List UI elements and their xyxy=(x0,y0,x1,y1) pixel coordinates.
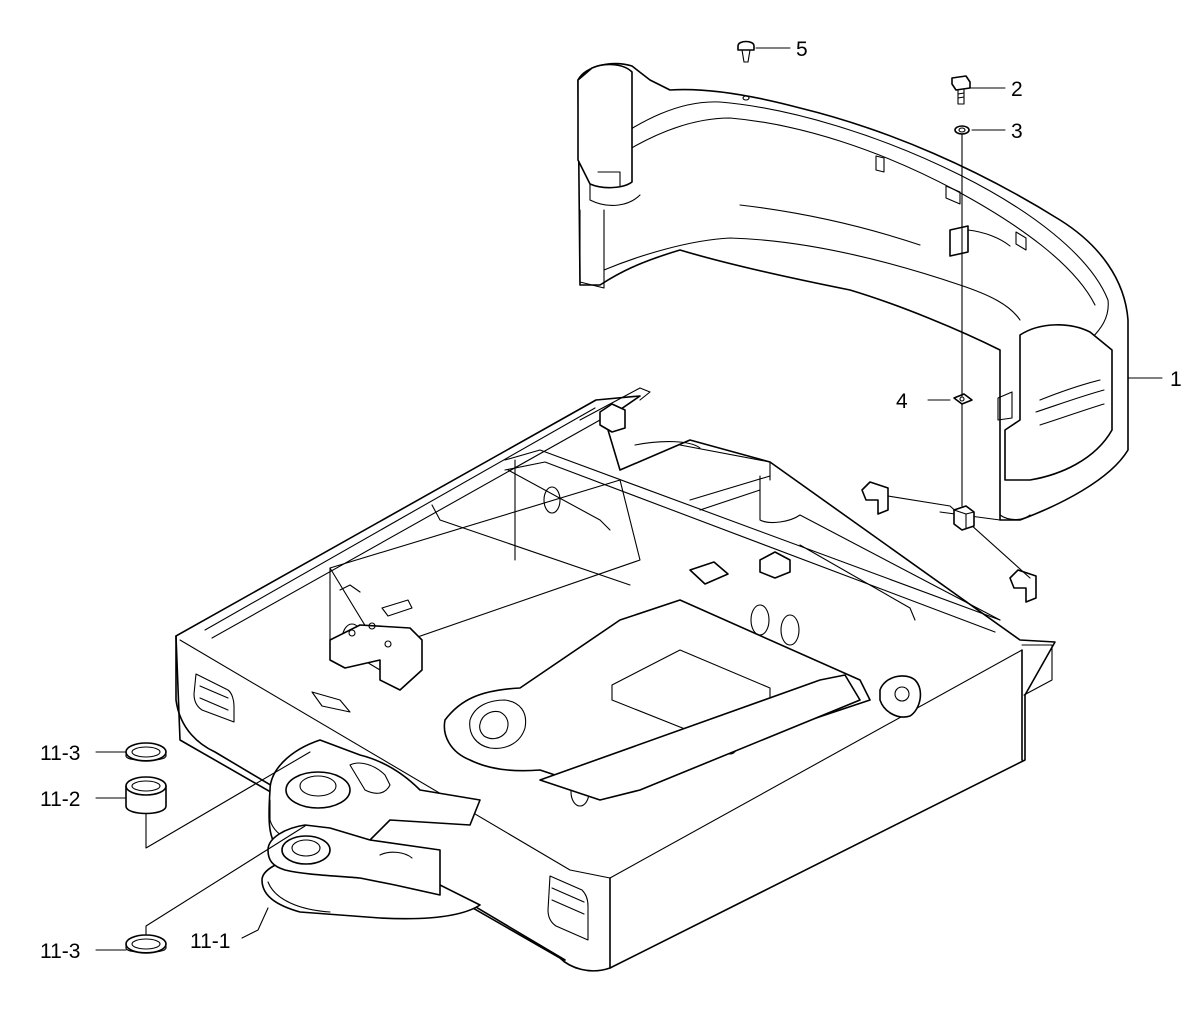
leader-lines xyxy=(95,47,1163,951)
hardware xyxy=(125,40,975,954)
callout-4: 4 xyxy=(896,390,908,413)
bolt-part-2 xyxy=(951,75,971,91)
callout-3: 3 xyxy=(1011,120,1023,143)
callout-11-3-bottom: 11-3 xyxy=(40,940,80,963)
callout-11-2: 11-2 xyxy=(40,788,80,811)
counterweight xyxy=(577,62,1129,521)
callout-11-3-top: 11-3 xyxy=(40,742,80,765)
callout-labels: 5 2 3 4 1 11-3 11-2 11-3 11-1 xyxy=(40,38,1182,963)
plug-part-5 xyxy=(737,40,755,51)
bushing-11-2 xyxy=(125,776,167,815)
upper-frame xyxy=(175,387,1056,972)
shim-part-4 xyxy=(953,393,973,405)
bushing-11-3-top xyxy=(125,742,167,762)
callout-11-1: 11-1 xyxy=(190,930,230,953)
callout-2: 2 xyxy=(1011,78,1023,101)
washer-part-3 xyxy=(954,125,970,135)
callout-1: 1 xyxy=(1170,368,1182,391)
bushing-11-3-bottom xyxy=(125,934,167,954)
swing-bracket xyxy=(261,739,481,920)
callout-5: 5 xyxy=(796,38,808,61)
